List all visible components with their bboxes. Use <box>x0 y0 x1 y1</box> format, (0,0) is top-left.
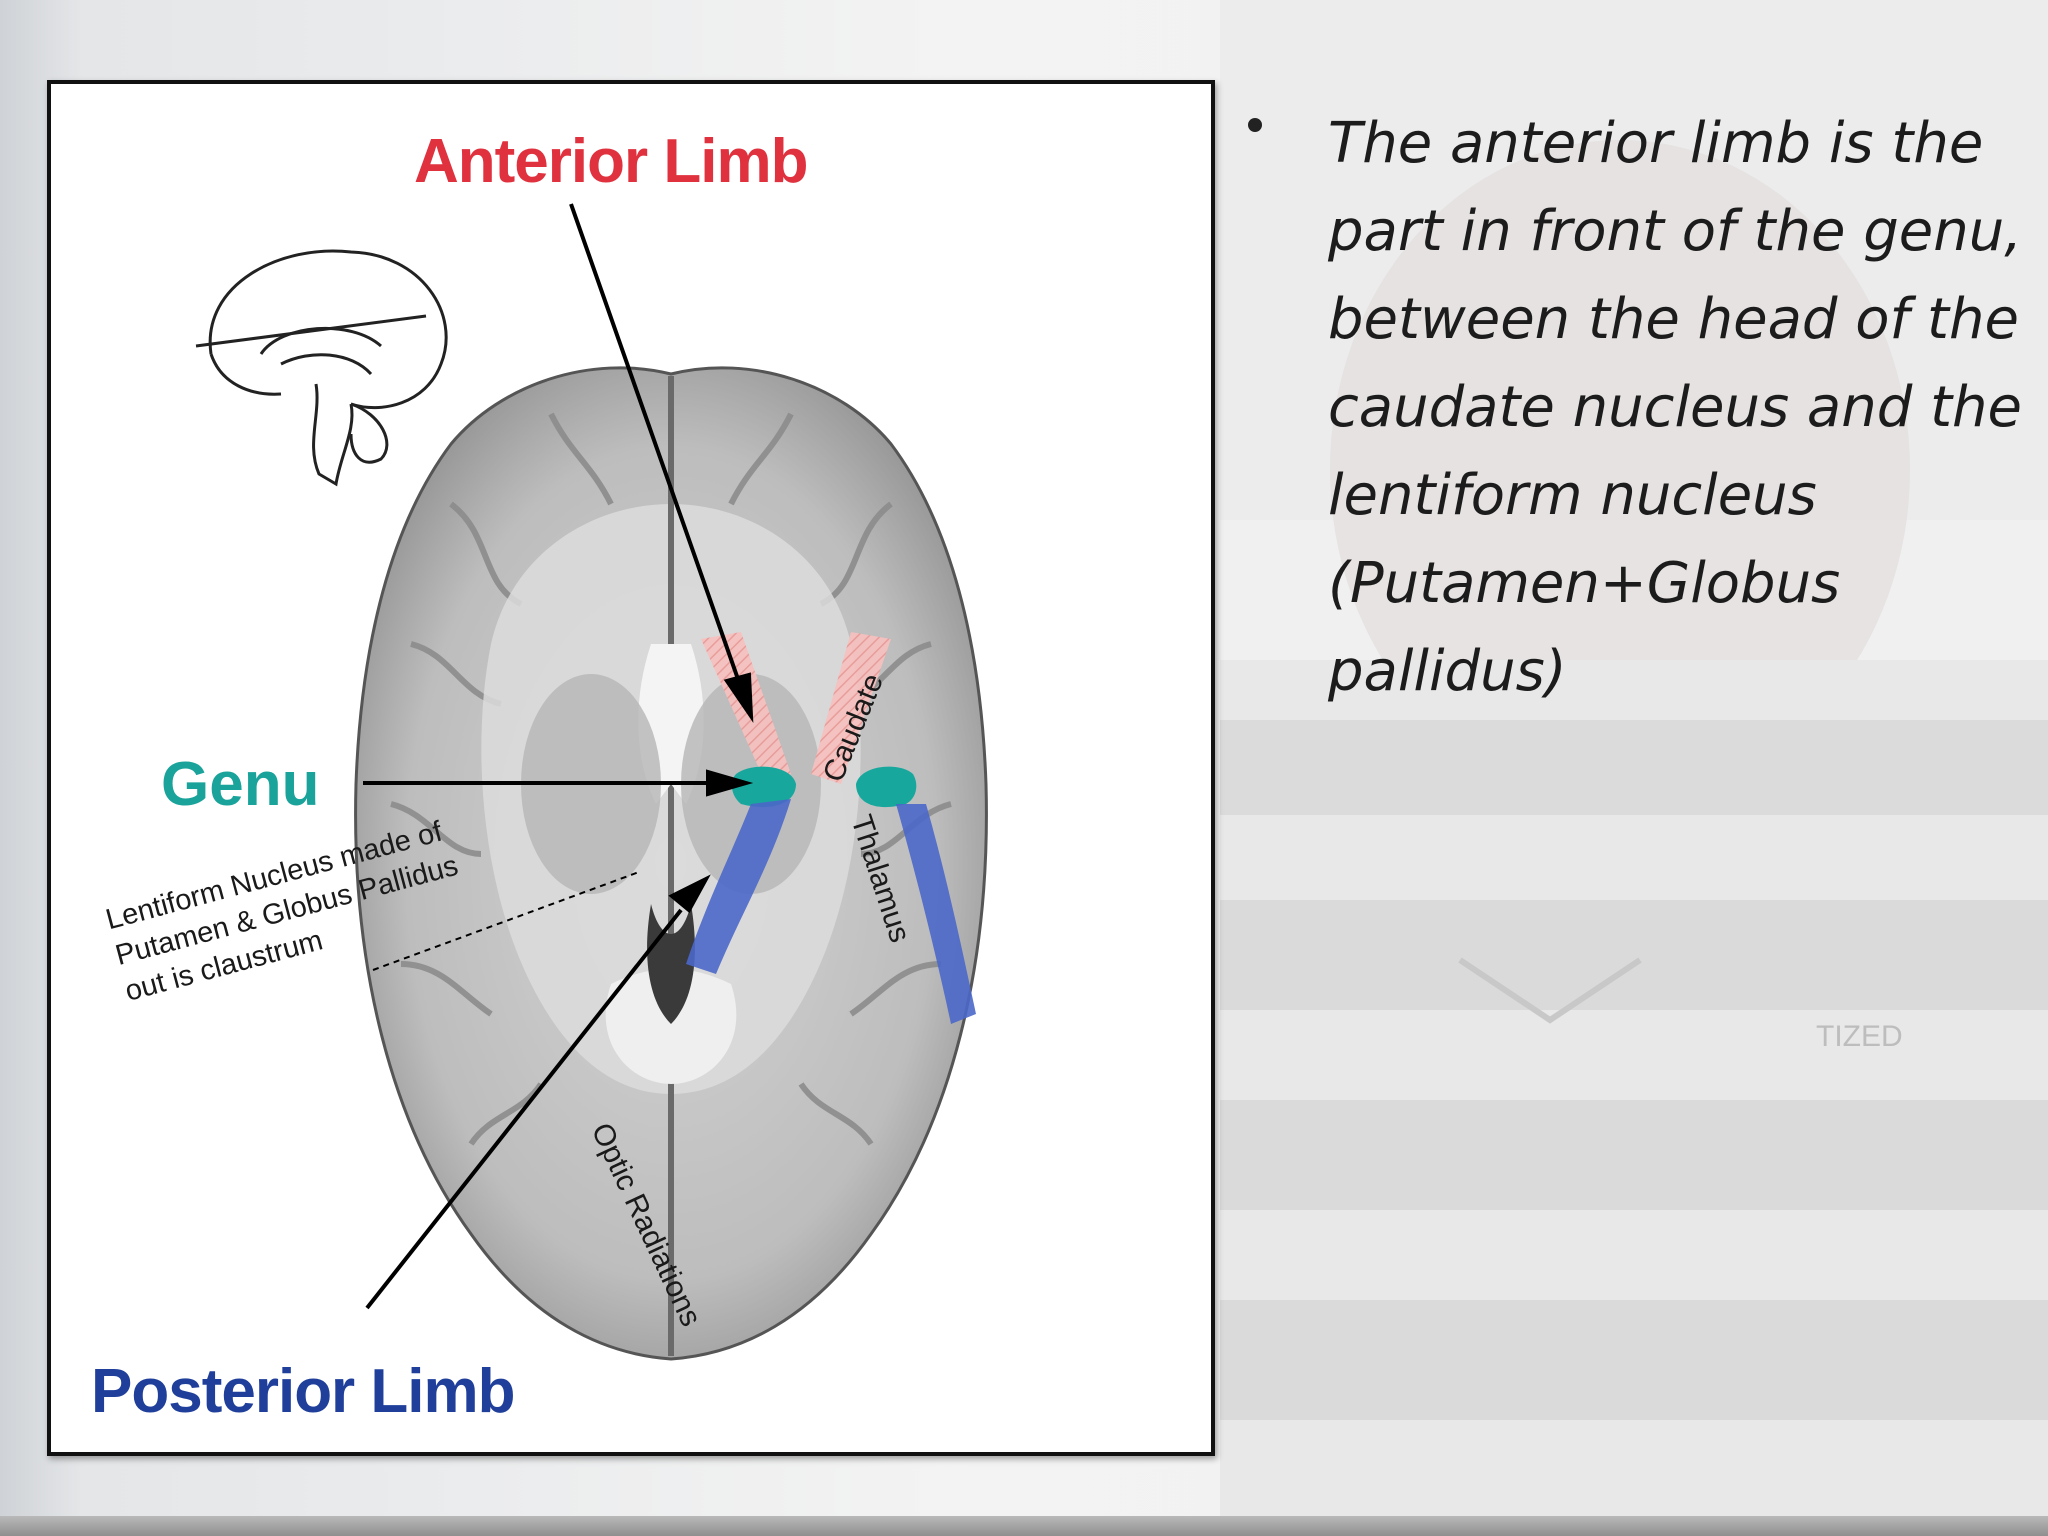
axial-brain-slice <box>354 366 988 1361</box>
sagittal-brain-sketch <box>195 249 448 487</box>
anterior-limb-arrow <box>569 203 741 683</box>
posterior-limb-left-region <box>686 799 791 974</box>
posterior-limb-right-region <box>896 804 976 1024</box>
bullet-point-icon <box>1248 118 1262 132</box>
genu-right-region <box>856 766 917 808</box>
anterior-limb-right-region <box>811 632 891 784</box>
genu-label: Genu <box>161 750 319 819</box>
posterior-limb-arrow <box>365 908 683 1310</box>
posterior-limb-label: Posterior Limb <box>91 1357 515 1426</box>
genu-left-region <box>731 766 796 808</box>
shirt-text: TIZED <box>1816 1020 1903 1053</box>
diagram-panel: Anterior Limb Genu Posterior Limb Lentif… <box>47 80 1215 1456</box>
lentiform-pointer-line <box>372 871 640 971</box>
bottom-bar <box>0 1516 2048 1536</box>
anterior-limb-label: Anterior Limb <box>414 127 807 196</box>
background-person-image: TIZED <box>1220 0 2048 1520</box>
internal-capsule-diagram: Anterior Limb Genu Posterior Limb Lentif… <box>91 127 988 1426</box>
bullet-text: The anterior limb is the part in front o… <box>1328 111 2023 704</box>
